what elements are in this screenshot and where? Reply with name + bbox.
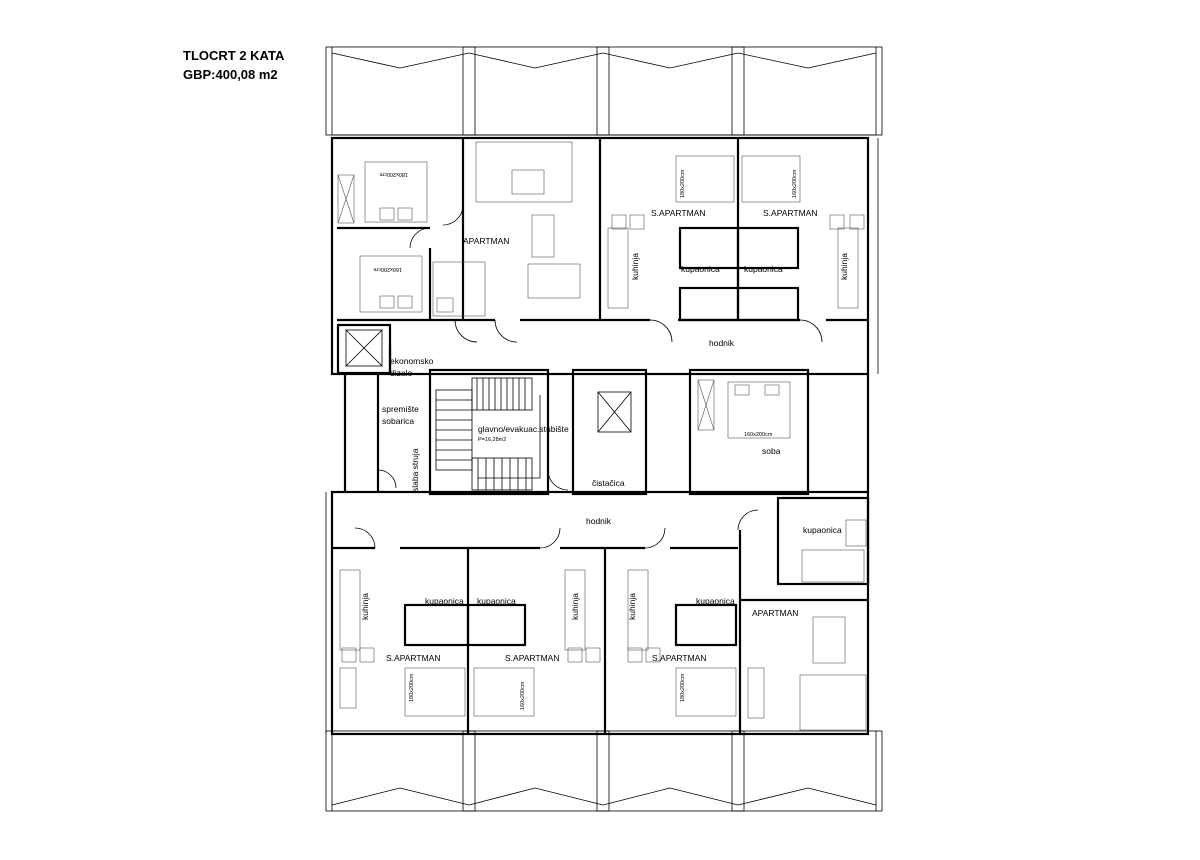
label-stubiste-area: P=16,28m2 xyxy=(478,437,506,443)
lower-walls xyxy=(332,496,870,734)
label-kupaonica-1: kupaonica xyxy=(681,264,720,274)
label-soba: soba xyxy=(762,446,781,456)
label-hodnik-top: hodnik xyxy=(709,338,735,348)
label-cistacica: čistačica xyxy=(592,478,625,488)
bed-size-labels: 180x200cm 160x200cm 180x200cm 160x200cm … xyxy=(373,169,798,710)
bed-size-3: 180x200cm xyxy=(680,169,686,198)
label-slaba-struja: slaba struja xyxy=(410,448,420,492)
label-kuhinja-2: kuhinja xyxy=(839,253,849,280)
label-spremiste: spremište xyxy=(382,404,419,414)
label-stubiste: glavno/evakuac.stubište xyxy=(478,424,569,434)
label-kuhinja-1: kuhinja xyxy=(630,253,640,280)
bed-size-5: 160x200cm xyxy=(744,432,773,438)
doors xyxy=(354,204,823,549)
label-s-apartman-5: S.APARTMAN xyxy=(652,653,706,663)
bed-size-2: 160x200cm xyxy=(373,266,402,272)
bed-size-7: 160x200cm xyxy=(520,681,526,710)
kitchens xyxy=(339,214,865,663)
staircase xyxy=(435,377,541,491)
label-kuhinja-3: kuhinja xyxy=(360,593,370,620)
label-kupaonica-2: kupaonica xyxy=(744,264,783,274)
label-kupaonica-5: kupaonica xyxy=(696,596,735,606)
label-s-apartman-1: S.APARTMAN xyxy=(651,208,705,218)
label-sobarica: sobarica xyxy=(382,416,414,426)
bed-size-8: 180x200cm xyxy=(680,673,686,702)
label-ekonomsko: ekonomsko xyxy=(390,356,434,366)
label-kupaonica-3: kupaonica xyxy=(425,596,464,606)
label-apartman-bottom: APARTMAN xyxy=(752,608,798,618)
label-kuhinja-5: kuhinja xyxy=(627,593,637,620)
label-kupaonica-east: kupaonica xyxy=(803,525,842,535)
room-labels: APARTMAN S.APARTMAN S.APARTMAN hodnik ho… xyxy=(360,208,849,663)
gross-floor-area: GBP:400,08 m2 xyxy=(183,67,278,82)
plan-title: TLOCRT 2 KATA xyxy=(183,48,285,63)
beds xyxy=(359,155,801,717)
label-kupaonica-4: kupaonica xyxy=(477,596,516,606)
label-s-apartman-3: S.APARTMAN xyxy=(386,653,440,663)
label-apartman-top: APARTMAN xyxy=(463,236,509,246)
bed-size-6: 180x200cm xyxy=(409,673,415,702)
label-hodnik-bottom: hodnik xyxy=(586,516,612,526)
label-kuhinja-4: kuhinja xyxy=(570,593,580,620)
bed-size-4: 160x200cm xyxy=(792,169,798,198)
core-walls xyxy=(345,329,810,496)
bottom-balconies xyxy=(325,730,883,812)
bed-size-1: 180x200cm xyxy=(379,171,408,177)
upper-walls xyxy=(336,138,868,375)
label-dizalo: dizalo xyxy=(390,368,412,378)
label-s-apartman-2: S.APARTMAN xyxy=(763,208,817,218)
top-balconies xyxy=(325,46,883,136)
outer-walls xyxy=(325,136,879,736)
furniture xyxy=(337,141,867,731)
label-s-apartman-4: S.APARTMAN xyxy=(505,653,559,663)
